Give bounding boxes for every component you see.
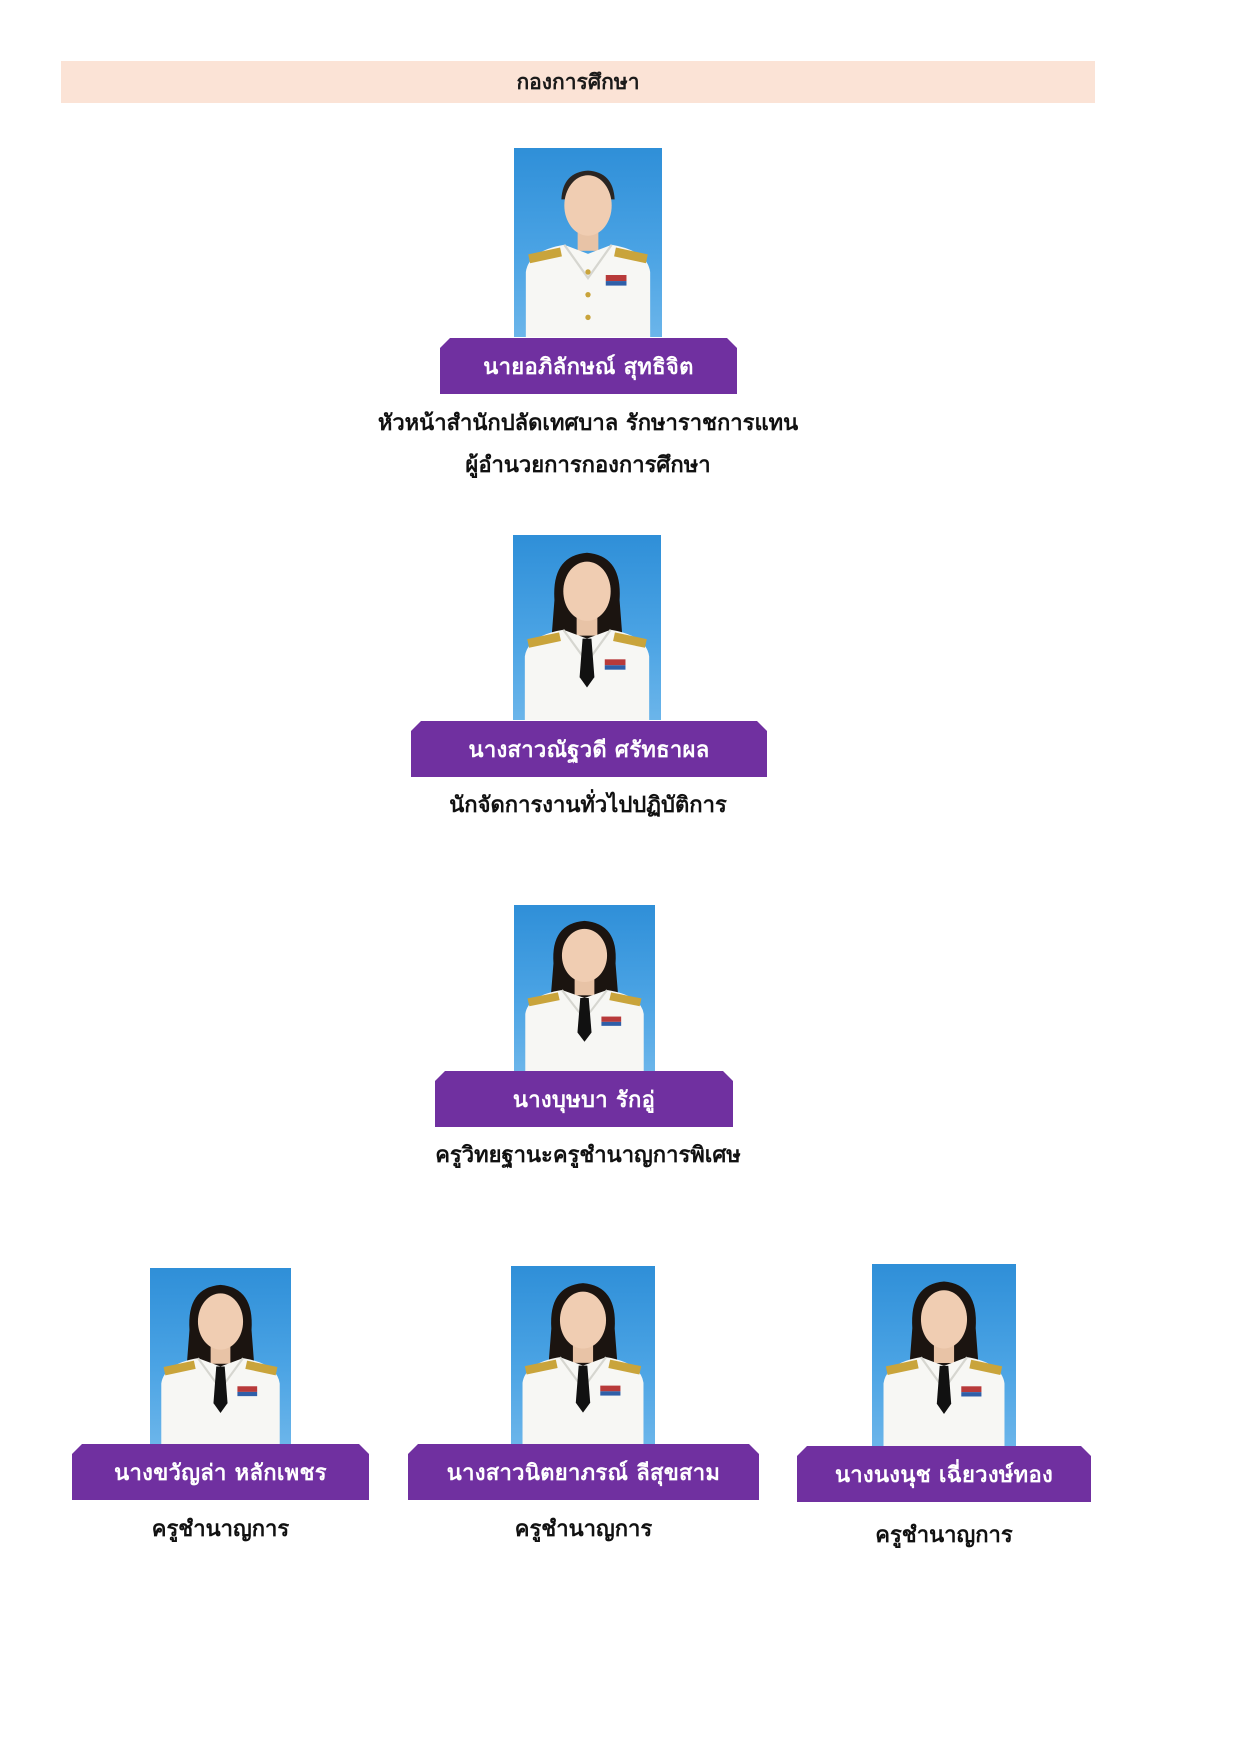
name-tab-6: นางนงนุช เฉี่ยวงษ์ทอง [797, 1446, 1091, 1502]
portrait-photo-2 [513, 535, 661, 720]
name-tab-5: นางสาวนิตยาภรณ์ ลีสุขสาม [408, 1444, 759, 1500]
portrait-photo-1 [514, 148, 662, 337]
position-text-6: ครูชำนาญการ [875, 1523, 1013, 1548]
section-title: กองการศึกษา [61, 61, 1095, 103]
position-text-3: ครูวิทยฐานะครูชำนาญการพิเศษ [435, 1143, 741, 1168]
position-text-5: ครูชำนาญการ [514, 1517, 653, 1542]
name-tab-3: นางบุษบา รักอู่ [435, 1071, 733, 1127]
name-tab-4: นางขวัญล่า หลักเพชร [72, 1444, 369, 1500]
portrait-photo-4 [150, 1268, 291, 1444]
name-tab-2: นางสาวณัฐวดี ศรัทธาผล [411, 721, 767, 777]
position-text-2: นักจัดการงานทั่วไปปฏิบัติการ [449, 793, 727, 818]
portrait-photo-6 [872, 1264, 1016, 1446]
position-text-1b: ผู้อำนวยการกองการศึกษา [465, 453, 711, 478]
position-text-1a: หัวหน้าสำนักปลัดเทศบาล รักษาราชการแทน [377, 411, 799, 436]
portrait-photo-5 [511, 1266, 655, 1444]
portrait-photo-3 [514, 905, 655, 1071]
name-tab-1: นายอภิลักษณ์ สุทธิจิต [440, 338, 737, 394]
position-text-4: ครูชำนาญการ [151, 1517, 290, 1542]
